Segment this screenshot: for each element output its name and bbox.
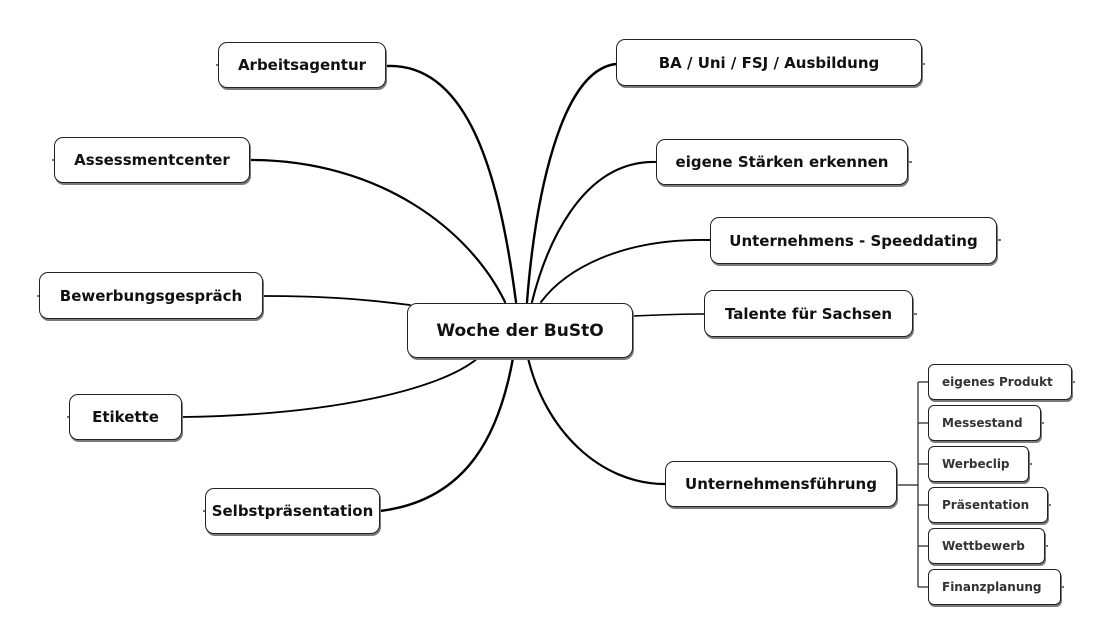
branch-bewerbungsgespraech[interactable]: Bewerbungsgespräch	[39, 272, 263, 319]
subnode-spine	[897, 382, 919, 587]
connector-unternehmensfuehrung	[526, 356, 667, 486]
connector-speeddating	[540, 239, 711, 303]
connector-ba-uni	[525, 62, 618, 304]
connector-bewerbungsgespraech	[262, 295, 411, 306]
connector-talente	[632, 313, 705, 317]
branch-etikette[interactable]: Etikette	[69, 394, 182, 440]
branch-unternehmens-speeddating[interactable]: Unternehmens - Speeddating	[710, 217, 997, 264]
subtopic-werbeclip[interactable]: Werbeclip	[928, 446, 1029, 482]
connector-staerken	[530, 160, 658, 304]
subtopic-wettbewerb[interactable]: Wettbewerb	[928, 528, 1045, 564]
branch-unternehmensfuehrung[interactable]: Unternehmensführung	[665, 461, 897, 507]
subtopic-praesentation[interactable]: Präsentation	[928, 487, 1048, 523]
connector-assessmentcenter	[248, 158, 507, 304]
branch-arbeitsagentur[interactable]: Arbeitsagentur	[218, 42, 386, 88]
branch-ba-uni-fsj-ausbildung[interactable]: BA / Uni / FSJ / Ausbildung	[616, 39, 922, 86]
branch-eigene-staerken-erkennen[interactable]: eigene Stärken erkennen	[656, 139, 908, 185]
connector-selbstpraesentation	[378, 356, 515, 513]
central-topic[interactable]: Woche der BuStO	[407, 303, 633, 358]
connector-arbeitsagentur	[384, 64, 518, 304]
subtopic-messestand[interactable]: Messestand	[928, 405, 1041, 441]
connector-etikette	[181, 357, 479, 418]
branch-selbstpraesentation[interactable]: Selbstpräsentation	[205, 488, 380, 534]
subtopic-eigenes-produkt[interactable]: eigenes Produkt	[928, 364, 1072, 400]
branch-talente-fuer-sachsen[interactable]: Talente für Sachsen	[704, 290, 913, 337]
branch-assessmentcenter[interactable]: Assessmentcenter	[54, 137, 250, 183]
subtopic-finanzplanung[interactable]: Finanzplanung	[928, 569, 1061, 605]
